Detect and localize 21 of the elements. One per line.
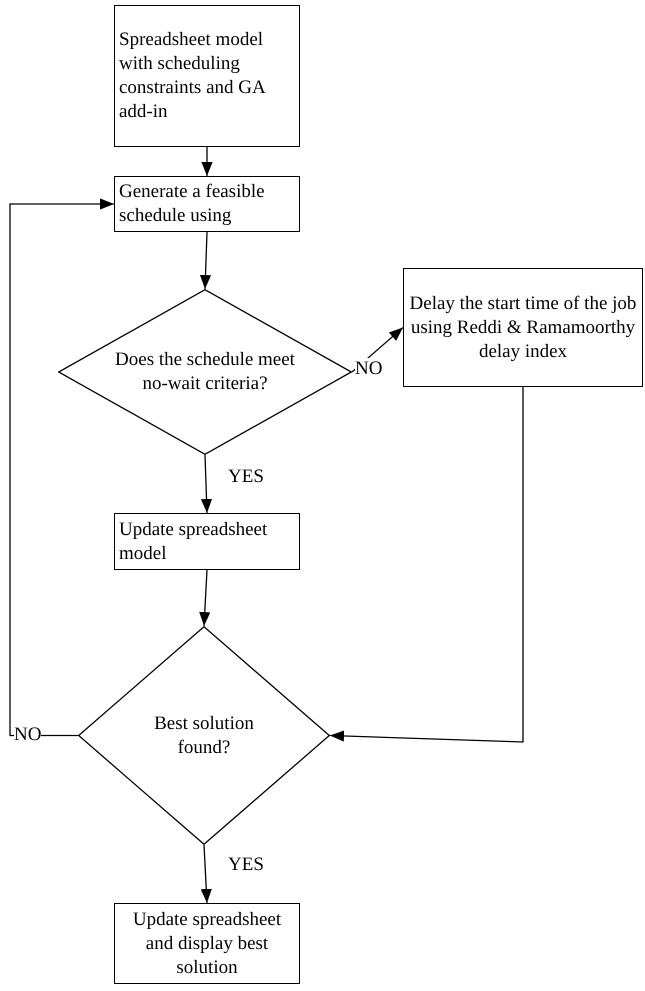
decision-diamond xyxy=(78,626,330,845)
arrow xyxy=(199,570,210,626)
node-label: Update spreadsheet and display best solution xyxy=(132,908,282,980)
arrow xyxy=(200,232,212,290)
arrow xyxy=(201,147,213,176)
process-box xyxy=(114,5,300,147)
arrow xyxy=(200,844,212,904)
arrow xyxy=(330,387,524,743)
decision-diamond xyxy=(58,289,352,455)
node-label: Update spreadsheet model xyxy=(119,518,268,566)
arrow xyxy=(200,454,212,514)
arrow xyxy=(9,198,114,736)
node-label: Spreadsheet model with scheduling constraints and GA add-in xyxy=(119,28,266,124)
process-box xyxy=(114,176,300,232)
node-label: Best solution found? xyxy=(153,712,255,760)
process-box xyxy=(114,903,300,984)
node-label: Delay the start time of the job using Reddi & Ramamoorthy delay index xyxy=(408,292,638,364)
process-box xyxy=(114,513,300,570)
node-label: Generate a feasible schedule using xyxy=(119,180,266,228)
node-label: Does the schedule meet no-wait criteria? xyxy=(114,348,296,396)
process-box xyxy=(403,268,643,387)
